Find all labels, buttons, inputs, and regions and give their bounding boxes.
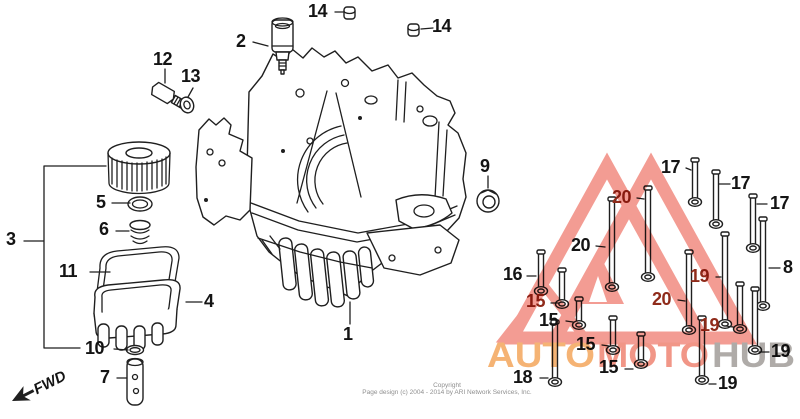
- callout-17-a: 17: [661, 157, 681, 177]
- callout-3: 3: [6, 229, 16, 249]
- callout-15-a: 15: [526, 291, 546, 311]
- callout-20-c: 20: [652, 289, 672, 309]
- nut-9-drawing: [476, 189, 500, 213]
- callout-15-d: 15: [599, 357, 619, 377]
- copyright-line1: Copyright: [433, 382, 461, 389]
- callout-6: 6: [99, 219, 109, 239]
- oil-pipe-7-drawing: [126, 357, 144, 406]
- callout-17-c: 17: [770, 193, 790, 213]
- callout-17-b: 17: [731, 173, 751, 193]
- callout-19-a: 19: [690, 266, 710, 286]
- callout-5: 5: [96, 192, 106, 212]
- callout-19-c: 19: [771, 341, 791, 361]
- callout-19-b: 19: [700, 315, 720, 335]
- callout-1: 1: [343, 324, 353, 344]
- callout-9: 9: [480, 156, 490, 176]
- callout-16: 16: [503, 264, 523, 284]
- copyright-line2: Page design (c) 2004 - 2014 by ARI Netwo…: [362, 389, 532, 396]
- callout-12: 12: [153, 49, 173, 69]
- strainer-4-drawing: [93, 279, 181, 351]
- callout-20-a: 20: [612, 187, 632, 207]
- callout-20-b: 20: [571, 235, 591, 255]
- callout-8: 8: [783, 257, 793, 277]
- oil-pressure-switch-2-drawing: [271, 17, 294, 75]
- cap-14-right-drawing: [407, 23, 420, 37]
- callout-15-c: 15: [576, 334, 596, 354]
- callout-10: 10: [85, 338, 105, 358]
- callout-7: 7: [100, 367, 110, 387]
- callout-18: 18: [513, 367, 533, 387]
- joint-6-drawing: [129, 219, 151, 245]
- callout-4: 4: [204, 291, 214, 311]
- fwd-arrow-icon: [12, 386, 35, 401]
- callout-14-top-right: 14: [432, 16, 452, 36]
- washer-13-drawing: [179, 96, 195, 114]
- crankcase-drawing: [195, 47, 467, 308]
- callout-11: 11: [59, 261, 78, 281]
- copyright-notice: Copyright Page design (c) 2004 - 2014 by…: [322, 382, 572, 396]
- callout-15-b: 15: [539, 310, 559, 330]
- callout-19-d: 19: [718, 373, 738, 393]
- o-ring-5-drawing: [127, 196, 153, 212]
- cap-14-left-drawing: [343, 6, 356, 20]
- callout-14-top-left: 14: [308, 1, 328, 21]
- bolt-8: [755, 216, 771, 312]
- callout-13: 13: [181, 66, 201, 86]
- callout-2: 2: [236, 31, 246, 51]
- oil-filter-element-drawing: [107, 141, 171, 195]
